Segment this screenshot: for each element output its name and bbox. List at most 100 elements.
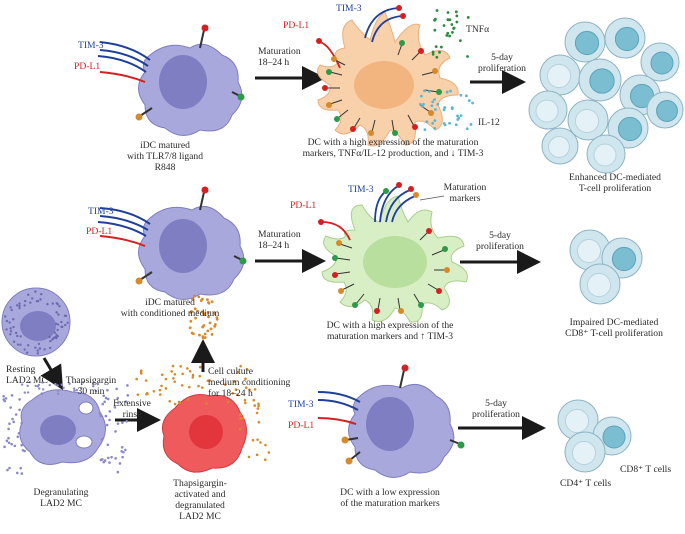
- maturation-markers-pointer: [419, 195, 445, 201]
- tnfa-dot: [447, 18, 451, 22]
- released-granule: [20, 443, 23, 447]
- il12-dot: [450, 107, 454, 111]
- mc-granule: [58, 305, 61, 308]
- released-granule: [23, 449, 26, 453]
- resting-mast-cell: [1, 287, 71, 357]
- granule-dot: [188, 369, 192, 373]
- tcell: [578, 58, 622, 102]
- granule-dot: [173, 402, 177, 406]
- mc-granule: [23, 348, 26, 351]
- granule-dot: [177, 400, 181, 404]
- il12-dot: [431, 100, 435, 104]
- released-granule: [13, 444, 17, 448]
- granule-dot: [186, 367, 189, 370]
- il12-dot: [425, 120, 429, 124]
- released-granule: [10, 442, 13, 446]
- mc-granule: [38, 347, 42, 350]
- il12-dot: [422, 102, 425, 106]
- granule-dot: [202, 324, 206, 327]
- released-granule: [40, 392, 44, 396]
- mc-granule: [56, 335, 59, 338]
- granule-dot: [236, 393, 239, 397]
- granule-dot: [244, 377, 247, 381]
- mc-granule: [48, 335, 51, 339]
- granule-dot: [208, 379, 211, 382]
- row1-mature-dc-receptors: [319, 7, 403, 69]
- released-granule: [6, 468, 9, 472]
- granule-dot: [160, 384, 163, 388]
- il12-dot: [442, 108, 446, 112]
- granule-dot: [191, 332, 195, 336]
- released-granule: [20, 421, 24, 425]
- granule-dot: [188, 326, 192, 330]
- mc-granule: [18, 307, 21, 310]
- tcell: [604, 17, 646, 59]
- il12-dot: [433, 126, 437, 130]
- mc-granule: [39, 298, 42, 301]
- released-granule: [115, 387, 118, 391]
- granule-dot: [263, 458, 267, 461]
- tcell: [528, 90, 568, 130]
- released-granule: [3, 445, 6, 449]
- released-granule: [106, 456, 110, 460]
- granule-dot: [256, 438, 259, 441]
- row2-mature-pdl1-label: PD-L1: [290, 200, 317, 211]
- released-granule: [4, 397, 8, 400]
- granule-dot: [191, 373, 195, 377]
- mc-granule: [8, 321, 11, 324]
- il12-dot: [445, 90, 449, 94]
- released-granule: [17, 431, 21, 435]
- il12-dot: [457, 116, 461, 120]
- row2-mature-tim3-label: TIM-3: [348, 184, 374, 195]
- il12-dot: [467, 99, 471, 102]
- mc-granule: [43, 348, 46, 351]
- released-granule: [92, 382, 95, 385]
- released-granule: [124, 400, 128, 403]
- granule-dot: [180, 384, 184, 387]
- granule-dot: [259, 441, 262, 444]
- il12-dot: [433, 108, 437, 111]
- granule-dot: [136, 393, 140, 396]
- mc-granule: [9, 327, 12, 330]
- released-granule: [121, 455, 124, 459]
- granule-dot: [171, 364, 175, 368]
- granule-dot: [196, 309, 199, 313]
- mc-granule: [37, 342, 41, 346]
- il12-dot: [449, 89, 452, 93]
- tnfa-dot: [435, 9, 439, 12]
- row2-idc-cell: [138, 205, 245, 300]
- released-granule: [34, 384, 37, 388]
- mc-granule: [25, 351, 29, 354]
- il12-dot: [433, 98, 436, 101]
- granule-dot: [193, 294, 197, 298]
- granule-dot: [255, 411, 259, 415]
- tnfa-dot: [442, 24, 446, 27]
- granule-dot: [202, 313, 206, 317]
- mc-granule: [5, 328, 8, 331]
- mc-granule: [53, 331, 57, 334]
- released-granule: [96, 382, 100, 386]
- activated-mast-cell: [161, 394, 247, 473]
- tnfa-dot: [455, 20, 459, 24]
- tnfa-dot: [466, 55, 469, 58]
- row3-dc-cell: [348, 383, 455, 478]
- released-granule: [48, 383, 51, 387]
- released-granule: [108, 418, 111, 422]
- released-granule: [73, 389, 76, 392]
- granule-dot: [201, 386, 204, 389]
- released-granule: [103, 459, 107, 462]
- granule-dot: [164, 387, 168, 390]
- tcell: [646, 91, 684, 129]
- mc-granule: [64, 314, 68, 318]
- tnfa-dot: [434, 45, 438, 49]
- released-granule: [110, 455, 113, 459]
- tnfa-dot: [438, 50, 441, 54]
